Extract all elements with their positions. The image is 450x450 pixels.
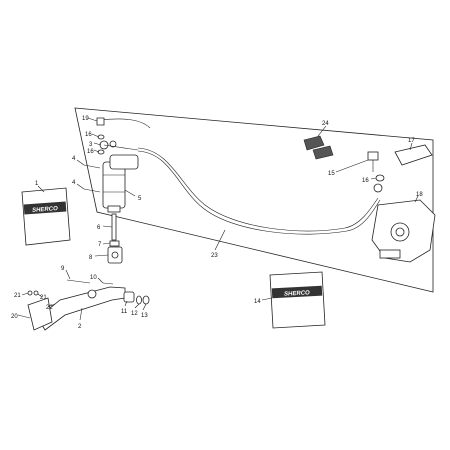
brake-hose-icon — [137, 150, 381, 235]
label-8: 8 — [89, 255, 93, 261]
spare-parts-pouch-icon: SHERCO — [269, 271, 326, 329]
banjo-bolt-icon — [367, 151, 379, 172]
brake-caliper-icon — [371, 199, 436, 263]
push-rod-icon — [111, 213, 117, 241]
brake-hose-icon — [99, 118, 151, 129]
bolt-icon — [83, 164, 101, 169]
label-15: 15 — [328, 171, 335, 177]
label-16: 16 — [362, 178, 369, 184]
label-18: 18 — [416, 192, 423, 198]
washer-icon — [136, 295, 142, 305]
pivot-bolt-icon — [66, 279, 91, 284]
label-10: 10 — [90, 275, 97, 281]
spare-parts-pouch-icon: SHERCO — [21, 187, 71, 246]
label-16: 16 — [85, 132, 92, 138]
brand-logo: SHERCO — [284, 290, 310, 297]
spacer-icon — [123, 291, 135, 303]
pin-icon — [102, 282, 114, 285]
bolt-icon — [83, 188, 101, 193]
label-23: 23 — [211, 253, 218, 259]
washer-icon — [375, 174, 385, 182]
label-17: 17 — [408, 138, 415, 144]
label-2: 2 — [78, 324, 82, 330]
washer-icon — [97, 149, 105, 155]
label-4: 4 — [72, 156, 76, 162]
label-9: 9 — [61, 266, 65, 272]
label-21: 21 — [40, 295, 47, 301]
bolt-icon — [27, 290, 33, 296]
brake-master-cylinder-icon — [102, 154, 139, 213]
leader-lines — [17, 117, 419, 321]
label-19: 19 — [82, 116, 89, 122]
bleed-screw-icon — [96, 117, 105, 126]
label-6: 6 — [97, 225, 101, 231]
clevis-icon — [107, 246, 123, 264]
banjo-bolt-icon — [99, 140, 139, 151]
brake-pedal-icon — [27, 286, 126, 331]
label-12: 12 — [131, 311, 138, 317]
label-7: 7 — [98, 242, 102, 248]
label-1: 1 — [35, 181, 39, 187]
assembly-panel — [74, 107, 434, 293]
nut-icon — [109, 240, 120, 247]
part-labels: 1 2 3 4 4 5 6 7 8 9 10 11 12 13 14 15 16… — [11, 116, 423, 330]
brake-hose-icon — [137, 147, 379, 232]
label-14: 14 — [254, 299, 261, 305]
label-5: 5 — [138, 196, 142, 202]
brand-logo: SHERCO — [32, 206, 58, 214]
label-4: 4 — [72, 180, 76, 186]
label-3: 3 — [89, 142, 93, 148]
label-20: 20 — [11, 314, 18, 320]
label-22: 22 — [46, 305, 53, 311]
label-13: 13 — [141, 313, 148, 319]
bolt-icon — [33, 290, 39, 296]
banjo-bolt-icon — [373, 183, 383, 193]
label-16: 16 — [87, 149, 94, 155]
washer-icon — [97, 134, 105, 140]
label-21: 21 — [14, 293, 21, 299]
label-11: 11 — [121, 309, 128, 315]
washer-icon — [142, 295, 150, 305]
label-24: 24 — [322, 121, 329, 127]
pad-spring-icon — [394, 144, 433, 166]
brake-pad-icon — [303, 135, 334, 160]
